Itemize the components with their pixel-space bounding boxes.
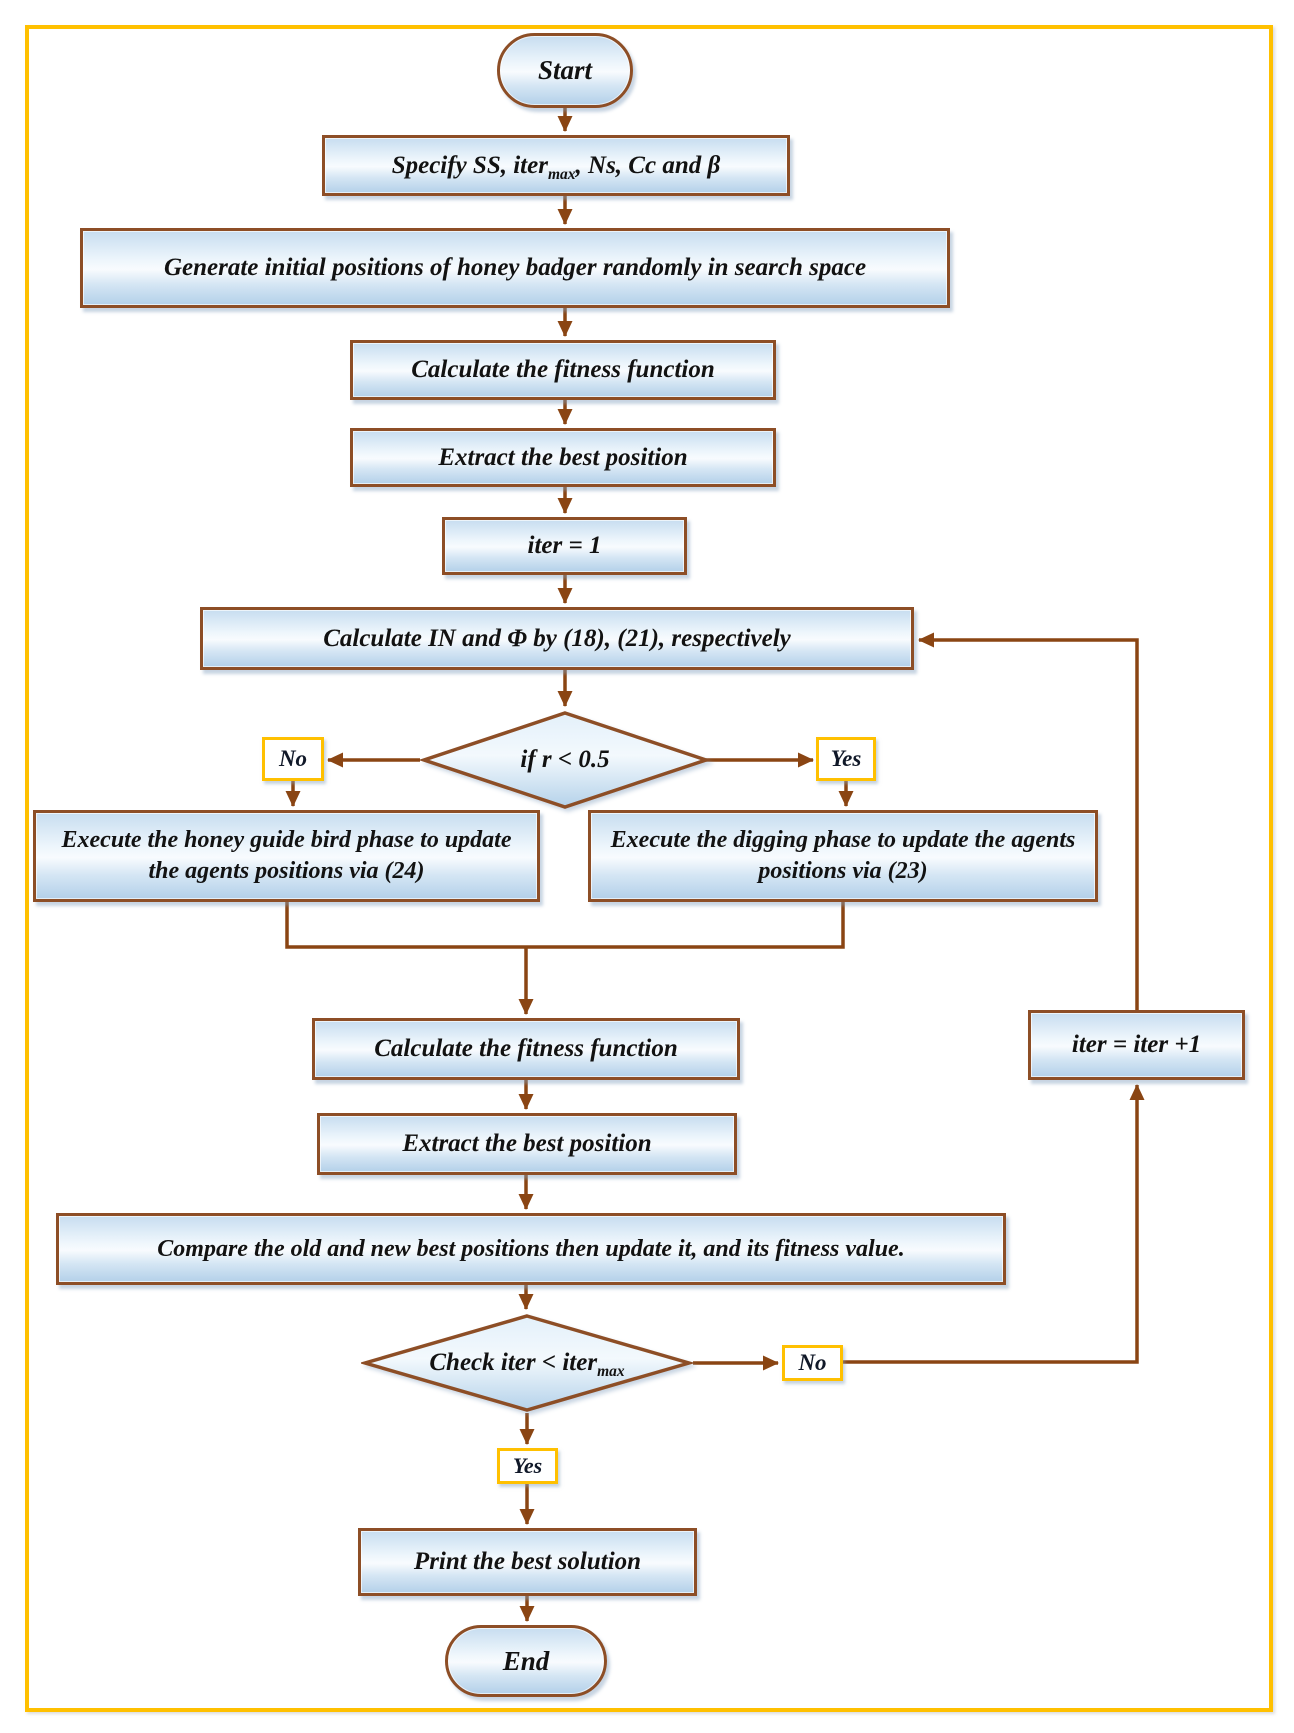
no-branch-label: No [262, 737, 324, 781]
edge-no-iterinc [843, 1084, 1145, 1364]
check-iter-label: Check iter < itermax [429, 1349, 625, 1380]
generate-positions-node: Generate initial positions of honey badg… [80, 228, 950, 308]
end-node: End [445, 1625, 607, 1697]
execute-digging-node: Execute the digging phase to update the … [588, 810, 1098, 902]
calculate-fitness-node-2: Calculate the fitness function [312, 1018, 740, 1080]
print-best-solution-node: Print the best solution [358, 1528, 697, 1596]
extract-best-label-1: Extract the best position [438, 443, 688, 471]
execute-digging-label: Execute the digging phase to update the … [610, 826, 1076, 884]
decision-r-diamond-shape [420, 711, 710, 809]
edge-merge-bracket [285, 902, 845, 949]
check-yes-label: Yes [497, 1448, 558, 1484]
specify-parameters-node: Specify SS, itermax, Ns, Cc and β [322, 135, 790, 196]
calculate-in-phi-node: Calculate IN and Φ by (18), (21), respec… [200, 607, 914, 670]
specify-label: Specify SS, itermax, Ns, Cc and β [391, 151, 721, 183]
compare-update-label: Compare the old and new best positions t… [157, 1235, 905, 1262]
calculate-fitness-node-1: Calculate the fitness function [350, 340, 776, 400]
decision-r-label: if r < 0.5 [520, 746, 610, 773]
edge-iterinc-calcin [918, 632, 1139, 1010]
iter-init-node: iter = 1 [442, 517, 687, 575]
start-label: Start [537, 55, 593, 85]
compare-update-node: Compare the old and new best positions t… [56, 1213, 1006, 1285]
extract-best-label-2: Extract the best position [402, 1130, 652, 1157]
calculate-in-phi-label: Calculate IN and Φ by (18), (21), respec… [323, 624, 791, 652]
iter-increment-node: iter = iter +1 [1028, 1010, 1245, 1080]
iter-increment-label: iter = iter +1 [1071, 1031, 1202, 1058]
page-border-frame [25, 25, 1273, 1712]
extract-best-position-node-2: Extract the best position [317, 1113, 737, 1175]
iter-init-label: iter = 1 [527, 532, 602, 559]
yes-branch-label: Yes [816, 737, 876, 781]
print-best-label: Print the best solution [413, 1548, 642, 1575]
check-iter-diamond-shape [361, 1314, 693, 1412]
check-iter-node: Check iter < itermax [361, 1313, 693, 1413]
check-no-label: No [782, 1345, 843, 1381]
calculate-fitness-label-2: Calculate the fitness function [374, 1035, 678, 1062]
start-node: Start [497, 33, 633, 108]
end-label: End [502, 1645, 550, 1676]
decision-r-node: if r < 0.5 [420, 710, 710, 810]
execute-honey-guide-node: Execute the honey guide bird phase to up… [33, 810, 540, 902]
extract-best-position-node-1: Extract the best position [350, 428, 776, 487]
execute-honey-guide-label: Execute the honey guide bird phase to up… [61, 826, 512, 884]
generate-label: Generate initial positions of honey badg… [163, 254, 867, 281]
calculate-fitness-label-1: Calculate the fitness function [411, 356, 715, 383]
